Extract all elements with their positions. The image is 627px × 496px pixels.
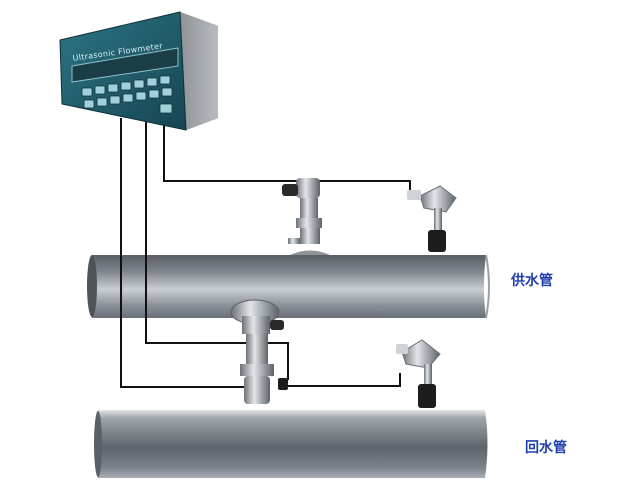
supply-transducer-icon bbox=[282, 178, 330, 255]
return-pipe-label: 回水管 bbox=[525, 440, 567, 456]
supply-pipe bbox=[87, 254, 490, 319]
return-transducer-icon bbox=[230, 299, 288, 404]
return-temp-sensor-icon bbox=[396, 339, 441, 408]
signal-cables bbox=[120, 118, 420, 388]
supply-temp-sensor-icon bbox=[407, 185, 457, 252]
return-pipe bbox=[94, 410, 488, 478]
flowmeter-unit-icon bbox=[59, 11, 218, 131]
supply-pipe-label: 供水管 bbox=[511, 273, 553, 289]
